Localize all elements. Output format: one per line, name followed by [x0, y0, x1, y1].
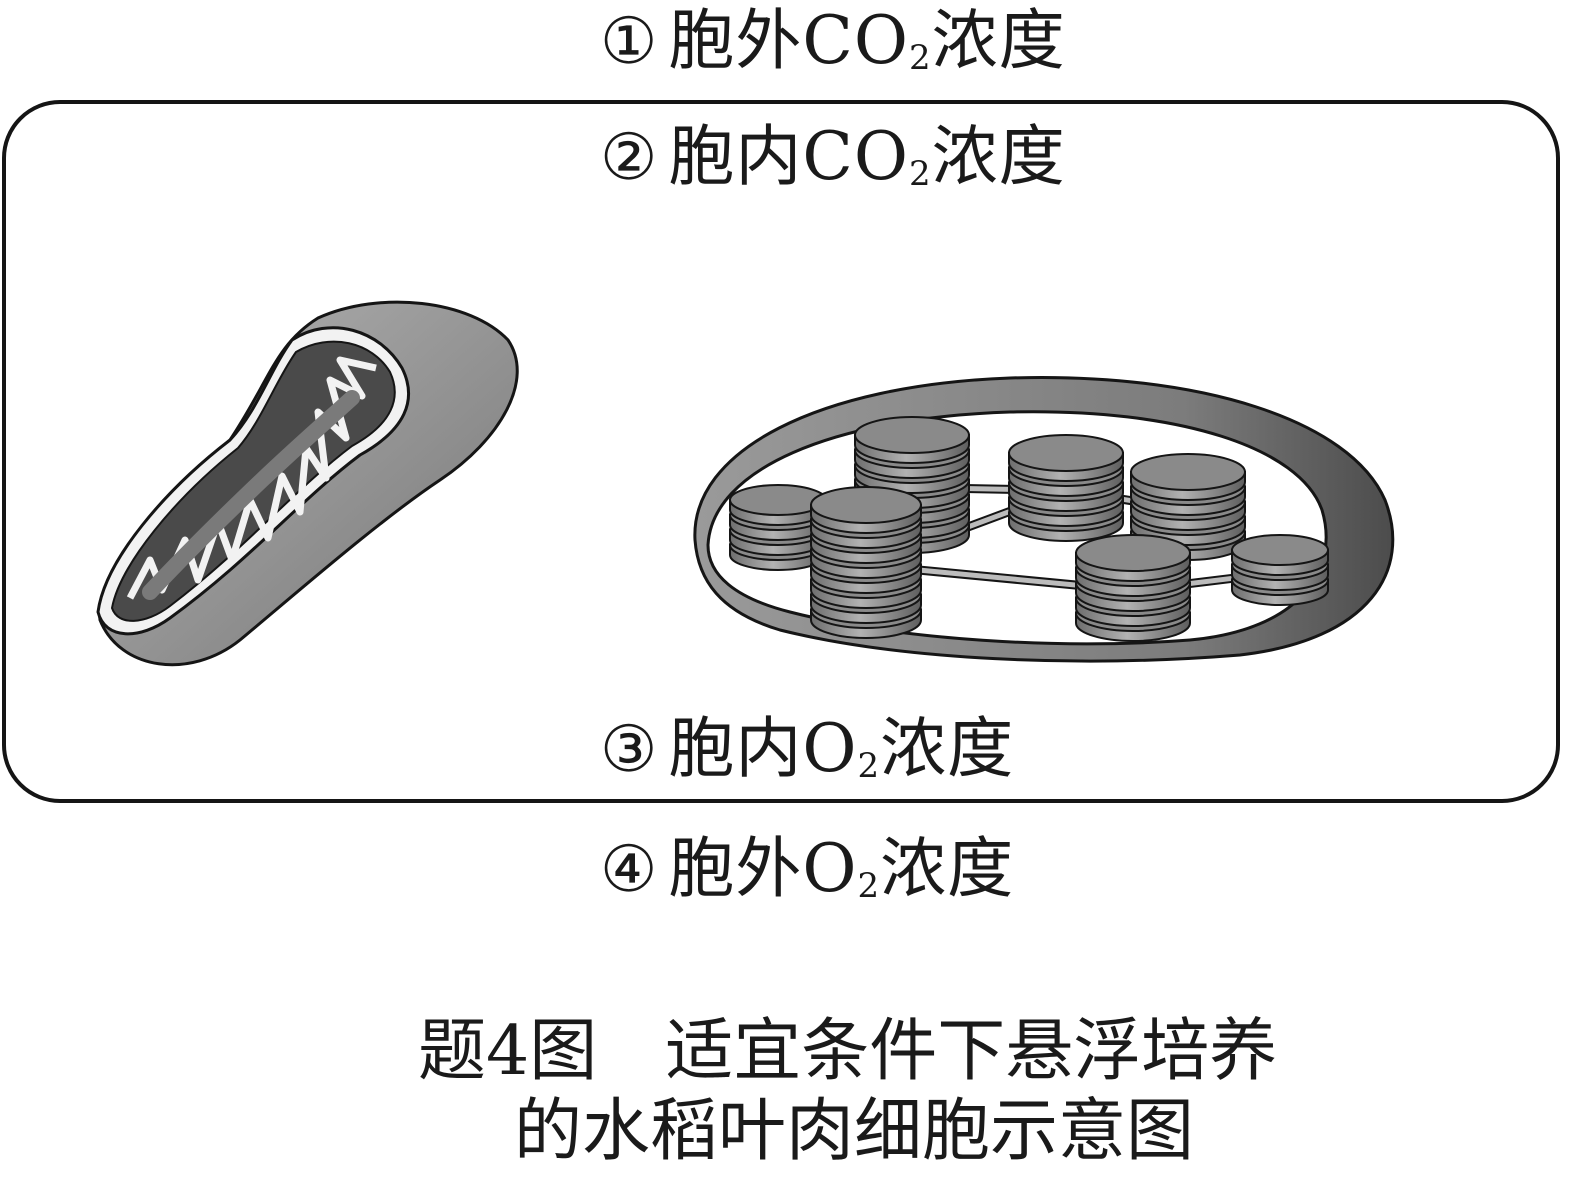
mitochondrion: [96, 300, 519, 667]
label-number: ④: [600, 833, 659, 907]
label-number: ③: [600, 713, 659, 787]
granum: [1008, 434, 1124, 542]
chloroplast: [693, 376, 1395, 663]
thylakoid-disc: [1075, 534, 1191, 572]
label-number: ①: [600, 5, 659, 79]
thylakoid-disc: [854, 416, 970, 454]
grana-group: [729, 416, 1329, 642]
figure-caption-line2: 的水稻叶肉细胞示意图: [514, 1092, 1195, 1171]
cell-membrane-outline: [2, 100, 1560, 803]
granum: [1231, 534, 1329, 606]
thylakoid-disc: [1231, 534, 1329, 566]
mitochondrion-inner-space: [142, 390, 360, 600]
thylakoid-disc: [1130, 453, 1246, 491]
label-number: ②: [600, 121, 659, 195]
mitochondrion-cristae: [126, 356, 377, 600]
figure-caption-line1: 题4图 适宜条件下悬浮培养: [418, 1012, 1278, 1091]
thylakoid-disc: [810, 486, 922, 524]
granum: [1075, 534, 1191, 642]
granum: [810, 486, 922, 639]
thylakoid-disc: [1008, 434, 1124, 472]
granum: [729, 484, 827, 571]
